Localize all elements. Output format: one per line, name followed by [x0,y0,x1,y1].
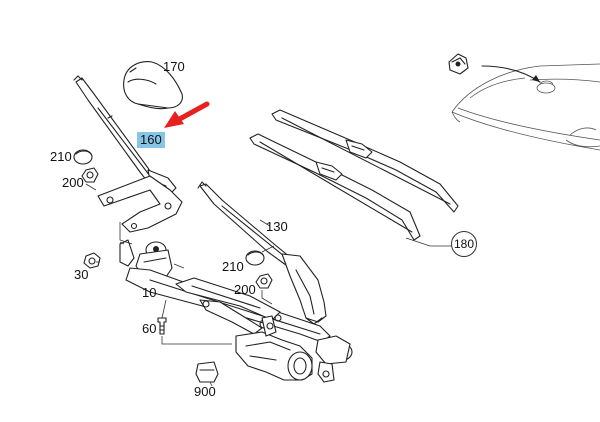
callout-900: 900 [194,384,216,399]
callout-180: 180 [451,231,477,257]
part-200-nut-right [255,273,273,289]
callout-170: 170 [163,59,185,74]
wiper-motor [235,315,313,381]
part-900-connector [195,361,219,383]
callout-200-left: 200 [62,175,84,190]
part-210-cap-left [73,149,93,165]
callout-210-left: 210 [50,149,72,164]
callout-10: 10 [142,285,157,300]
callout-60: 60 [142,321,157,336]
part-210-cap-right [245,250,265,266]
red-arrow [164,101,210,128]
part-30-nut [83,252,101,269]
part-10-wiper-linkage [119,239,353,383]
callout-210-right: 210 [222,259,244,274]
callout-130: 130 [266,219,288,234]
part-60-bolt [157,317,167,335]
callout-30: 30 [74,267,89,282]
leader-lines [85,183,452,387]
callout-160: 160 [137,132,165,148]
part-170-cover-cap [123,61,183,110]
callout-200-right: 200 [234,282,256,297]
part-180-wiper-blades [249,109,459,241]
windshield-inset [448,53,600,151]
left-bracket [97,175,183,233]
part-200-nut-left [81,167,99,183]
